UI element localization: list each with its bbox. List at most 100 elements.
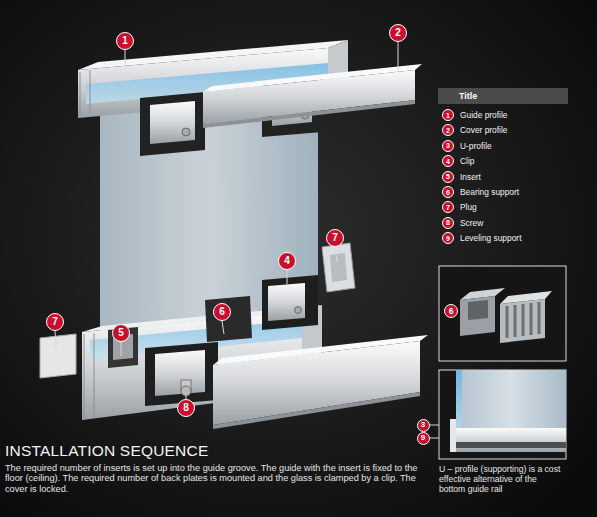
callout-number: 8: [177, 399, 195, 417]
section-heading: INSTALLATION SEQUENCE: [5, 442, 208, 460]
screw-head: [182, 128, 190, 136]
bearing-slots: [507, 302, 539, 338]
legend-row: 8 Screw: [442, 217, 572, 230]
legend-row: 7 Plug: [442, 201, 572, 214]
legend-swatch: 1: [442, 109, 454, 121]
leader-line: [121, 342, 122, 356]
legend-text: Clip: [460, 155, 474, 167]
legend-swatch: 7: [442, 201, 454, 213]
callout-number: 5: [112, 324, 130, 342]
node-text: 6: [219, 307, 225, 317]
legend-text: Screw: [460, 217, 483, 229]
legend-text: Plug: [460, 201, 477, 213]
plug: [322, 243, 355, 292]
leader-line: [287, 270, 288, 284]
clip-body: [145, 342, 218, 406]
back-plate: [150, 101, 195, 144]
callout-number: 7: [326, 229, 344, 247]
leveling-support: [456, 442, 566, 448]
node-text: 2: [395, 28, 401, 38]
legend-text: Bearing support: [460, 186, 519, 198]
legend-row: 5Insert: [442, 171, 572, 184]
callout-number: 6: [213, 303, 231, 321]
legend-row: 6 Bearing support: [442, 186, 572, 199]
callout-number: 9: [417, 432, 430, 445]
legend-row: 2 Cover profile: [442, 124, 572, 137]
callout-number: 7: [46, 313, 64, 331]
legend-swatch: 4: [442, 155, 454, 167]
legend-header: Title: [438, 88, 568, 104]
legend-number: 1: [446, 112, 450, 119]
legend-row: 9 Leveling support: [442, 232, 572, 245]
callout-number: 2: [389, 24, 407, 42]
legend-swatch: 8: [442, 217, 454, 229]
bearing-channel: [468, 300, 488, 320]
screw-head: [181, 386, 191, 396]
profile-edge: [80, 70, 90, 116]
inset-frame: [439, 370, 566, 459]
back-plate: [155, 350, 205, 396]
profile-edge: [84, 333, 94, 418]
legend-number: 4: [446, 158, 450, 165]
legend-number: 7: [446, 204, 450, 211]
leader-lines: [55, 42, 472, 438]
caption-note: U – profile (supporting) is a cost effec…: [439, 464, 561, 494]
inset-frame: [439, 266, 566, 361]
node-text: 4: [284, 256, 290, 266]
legend-row: 1 Guide profile: [442, 109, 572, 122]
plug-recess: [330, 253, 347, 282]
legend-swatch: 6: [442, 186, 454, 198]
node-text: 6: [449, 307, 454, 316]
legend-swatch: 2: [442, 124, 454, 136]
bearing-support: [205, 296, 252, 342]
node-text: Title: [459, 92, 477, 101]
screw-head: [295, 307, 302, 314]
legend-text: Leveling support: [460, 232, 521, 244]
node-text: 8: [183, 403, 189, 413]
callout-number: 3: [417, 419, 430, 432]
cover-profile-edge: [213, 392, 420, 429]
node-text: 5: [118, 328, 124, 338]
bearing-block: [460, 296, 495, 336]
clip-body: [140, 92, 205, 156]
legend-number: 8: [446, 219, 450, 226]
node-text: 9: [421, 434, 425, 442]
legend-swatch: 3: [442, 140, 454, 152]
inset-bearing: [460, 288, 552, 343]
legend-number: 3: [446, 142, 450, 149]
leader-line: [398, 42, 399, 70]
legend-number: 5: [446, 173, 450, 180]
u-profile: [450, 428, 566, 452]
legend-text: U-profile: [460, 140, 492, 152]
callout-number: 4: [278, 252, 296, 270]
u-profile-lip: [450, 419, 456, 452]
callout-number: 1: [116, 32, 134, 50]
bearing-block: [500, 299, 545, 343]
instruction-text: The required number of inserts is set up…: [5, 463, 433, 494]
clip-body: [262, 275, 318, 330]
plug: [40, 334, 76, 378]
cover-profile-edge: [203, 100, 415, 128]
legend-number: 9: [446, 235, 450, 242]
legend-swatch: 5: [442, 171, 454, 183]
leader-line: [335, 247, 337, 262]
legend-row: 4 Clip: [442, 155, 572, 168]
legend-row: 3 U-profile: [442, 140, 572, 153]
legend-text: Guide profile: [460, 109, 508, 121]
legend-number: 2: [446, 127, 450, 134]
legend-swatch: 9: [442, 232, 454, 244]
node-text: 7: [332, 233, 338, 243]
node-text: 7: [52, 317, 58, 327]
node-text: 1: [122, 36, 128, 46]
back-plate: [268, 283, 305, 321]
legend-text: Cover profile: [460, 124, 507, 136]
legend-number: 6: [446, 189, 450, 196]
leader-line: [222, 321, 224, 334]
callout-number: 6: [444, 304, 458, 318]
node-text: 3: [421, 421, 425, 429]
